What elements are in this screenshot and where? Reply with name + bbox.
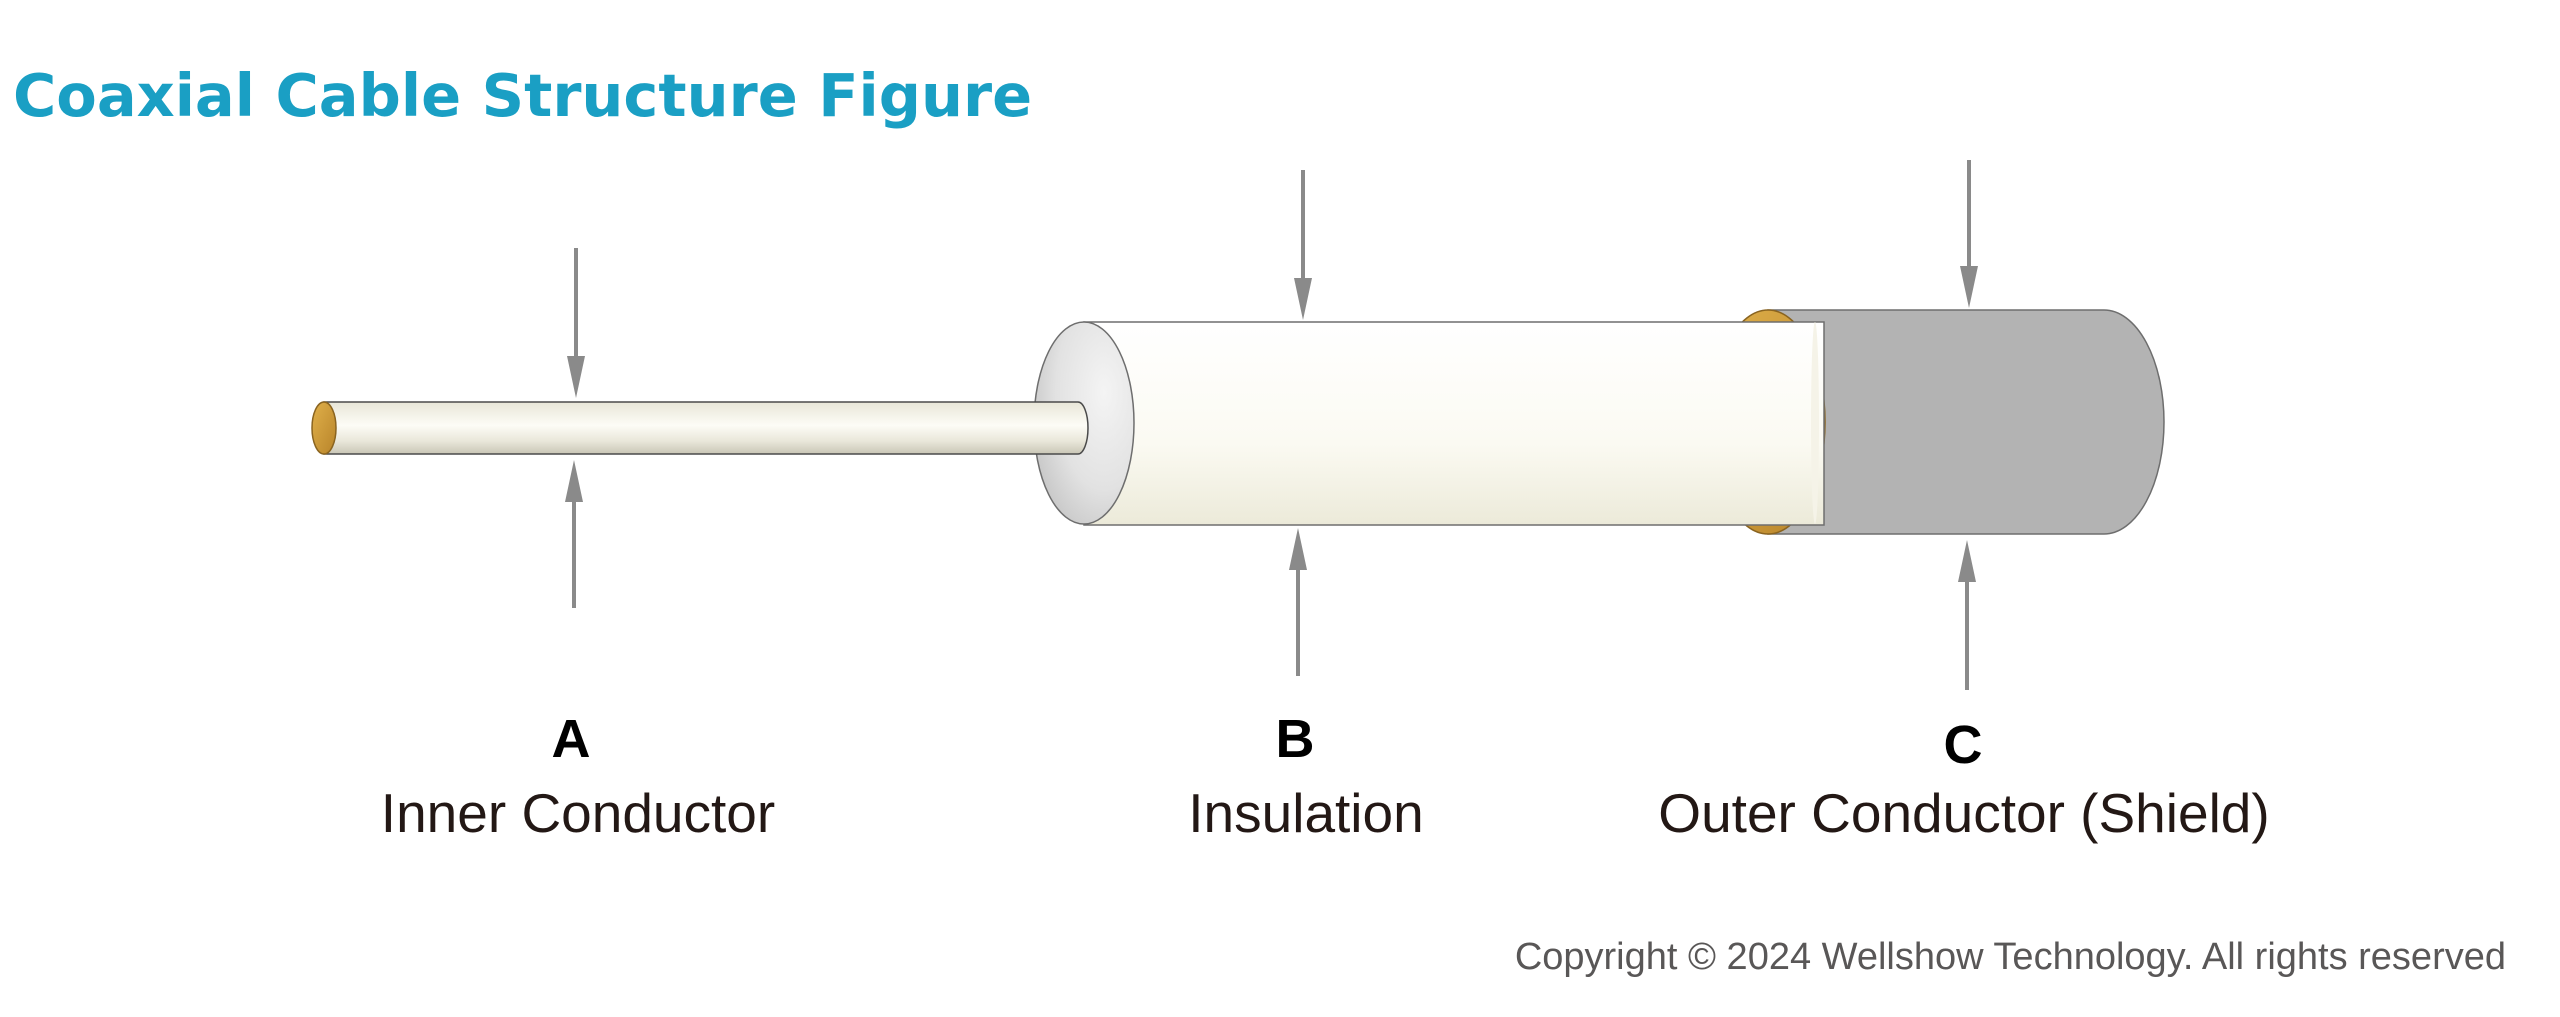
label-letter-b: B — [1276, 709, 1315, 769]
inner-conductor — [311, 401, 1089, 455]
insulation-end-face — [1811, 322, 1819, 524]
arrows-insulation — [1289, 170, 1312, 676]
arrows-inner-conductor — [565, 248, 585, 608]
figure-title: Coaxial Cable Structure Figure — [13, 61, 1033, 130]
label-group-b: B Insulation — [1188, 709, 1423, 844]
label-letter-a: A — [552, 709, 591, 769]
label-group-c: C Outer Conductor (Shield) — [1658, 715, 2269, 844]
copyright-notice: Copyright © 2024 Wellshow Technology. Al… — [1514, 936, 2506, 978]
label-name-insulation: Insulation — [1188, 782, 1423, 844]
inner-conductor-wire — [323, 401, 1089, 455]
inner-conductor-copper-tip — [311, 401, 337, 455]
label-name-outer-conductor: Outer Conductor (Shield) — [1658, 782, 2269, 844]
label-name-inner-conductor: Inner Conductor — [381, 782, 775, 844]
insulation-body — [1083, 321, 1825, 526]
label-group-a: A Inner Conductor — [381, 709, 775, 844]
shield-body — [1767, 309, 2165, 535]
arrows-outer-conductor — [1958, 160, 1978, 690]
label-letter-c: C — [1944, 715, 1983, 775]
insulation — [1033, 321, 1825, 526]
